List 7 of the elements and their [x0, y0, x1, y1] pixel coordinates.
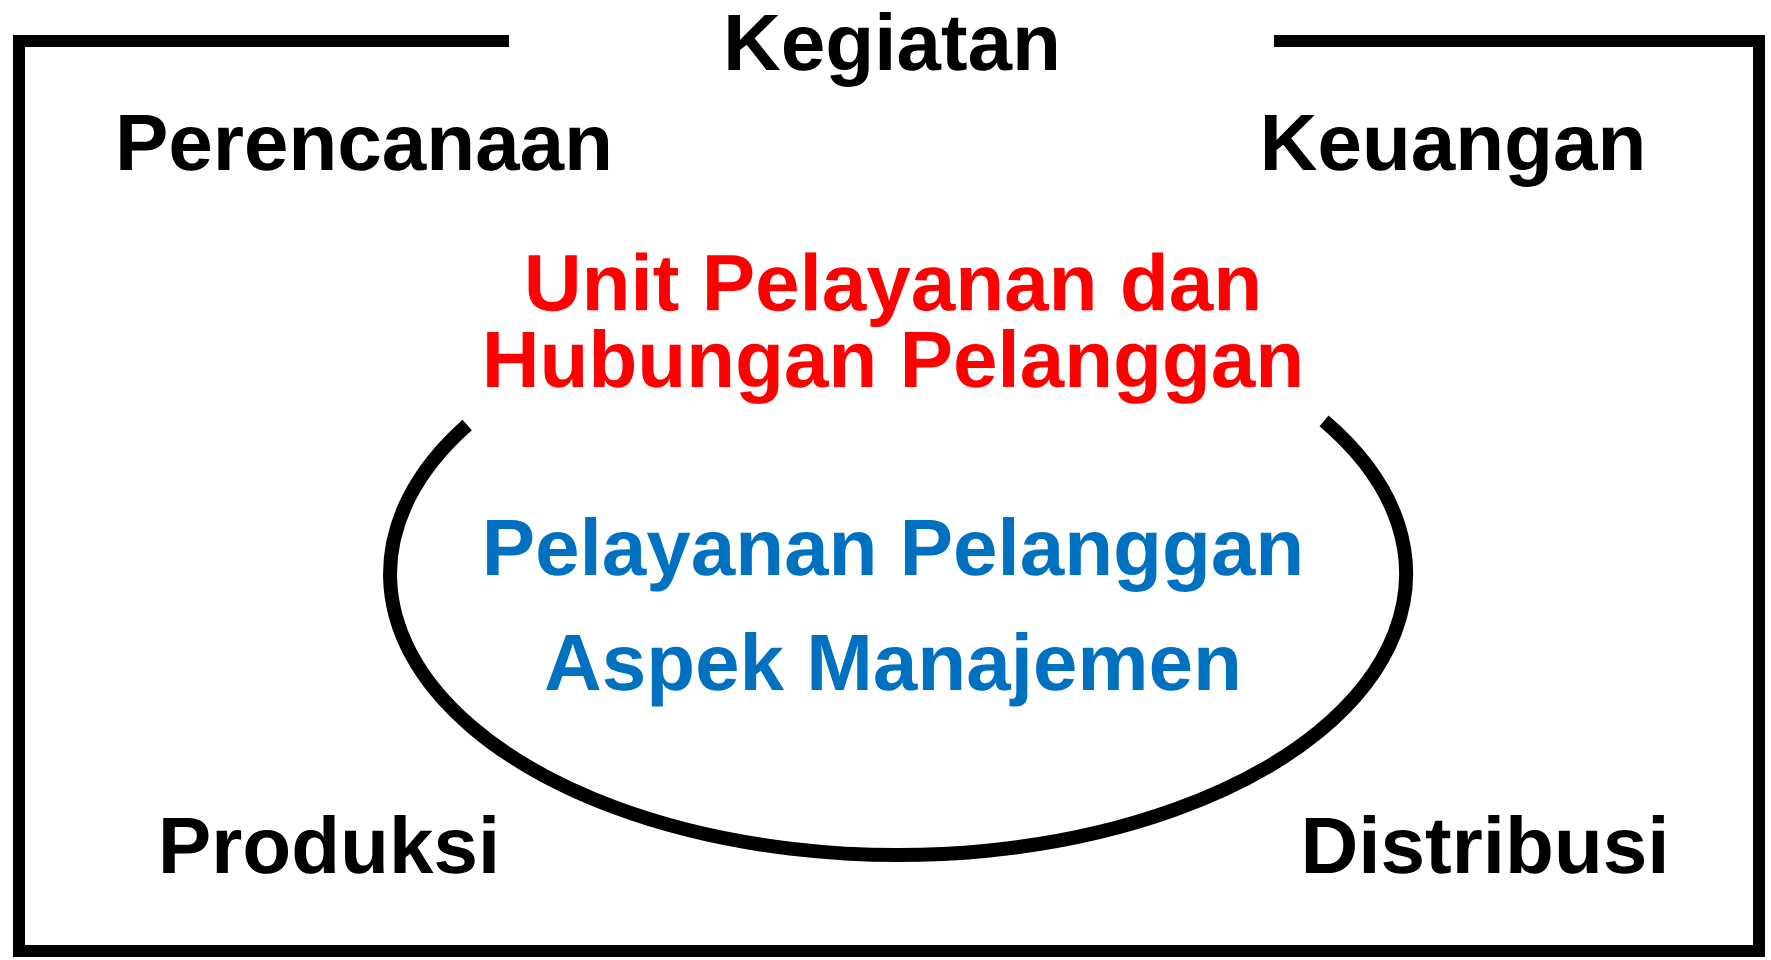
category-label: Perencanaan	[120, 115, 608, 171]
category-label: Keuangan	[1265, 115, 1642, 187]
unit-heading: Unit Pelayanan dan Hubungan Pelanggan	[487, 252, 1300, 404]
ellipse-text: Pelayanan Pelanggan	[487, 517, 1300, 592]
category-label: Distribusi	[1305, 815, 1664, 874]
ellipse-text: Aspek Manajemen	[546, 632, 1237, 707]
category-label: Produksi	[163, 815, 495, 874]
